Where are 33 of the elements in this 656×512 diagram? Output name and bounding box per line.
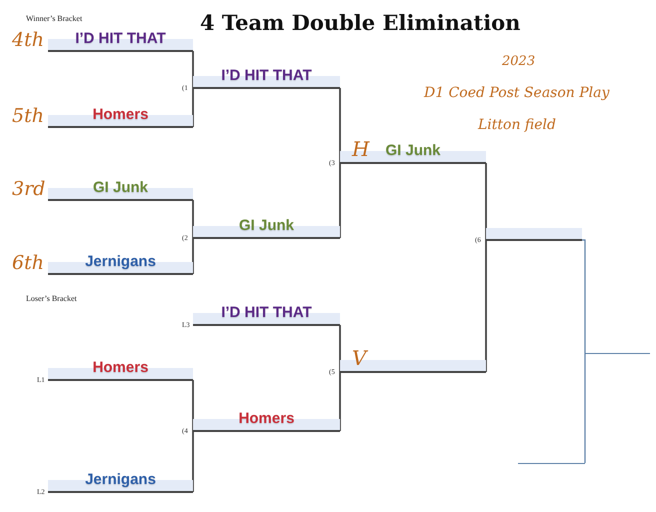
bracket-line <box>339 324 341 372</box>
bracket-slot <box>340 347 486 373</box>
bracket-line <box>192 50 194 88</box>
seed-label: 4th <box>12 29 44 51</box>
team-name: GI Junk <box>238 217 294 236</box>
bracket-line <box>192 199 194 238</box>
note: 2023 <box>502 54 536 69</box>
note: D1 Coed Post Season Play <box>424 85 610 101</box>
team-name: Jernigans <box>85 471 156 490</box>
team-name: I’D HIT THAT <box>75 30 166 49</box>
team-name: I’D HIT THAT <box>221 67 312 86</box>
seed-label: 5th <box>12 105 44 127</box>
note: Winner’s Bracket <box>26 14 82 23</box>
team-name: Homers <box>92 106 148 125</box>
seed-label: 3rd <box>12 178 46 200</box>
note: Litton field <box>478 117 556 133</box>
bracket-line <box>582 239 586 353</box>
note: Loser’s Bracket <box>26 294 77 303</box>
team-name: I’D HIT THAT <box>221 304 312 323</box>
seed-label: 6th <box>12 252 44 274</box>
title: 4 Team Double Elimination <box>200 10 520 36</box>
team-name: GI Junk <box>385 142 440 161</box>
bracket-line <box>485 162 487 240</box>
team-name: Jernigans <box>85 253 156 272</box>
bracket-slot <box>340 138 486 164</box>
bracket-line <box>584 353 586 464</box>
bracket-line <box>339 87 341 163</box>
team-name: Homers <box>238 410 294 429</box>
bracket-line <box>192 379 194 431</box>
bracket-marker: V <box>352 347 366 369</box>
bracket-marker: H <box>352 138 370 160</box>
team-name: GI Junk <box>92 179 148 198</box>
team-name: Homers <box>92 359 148 378</box>
